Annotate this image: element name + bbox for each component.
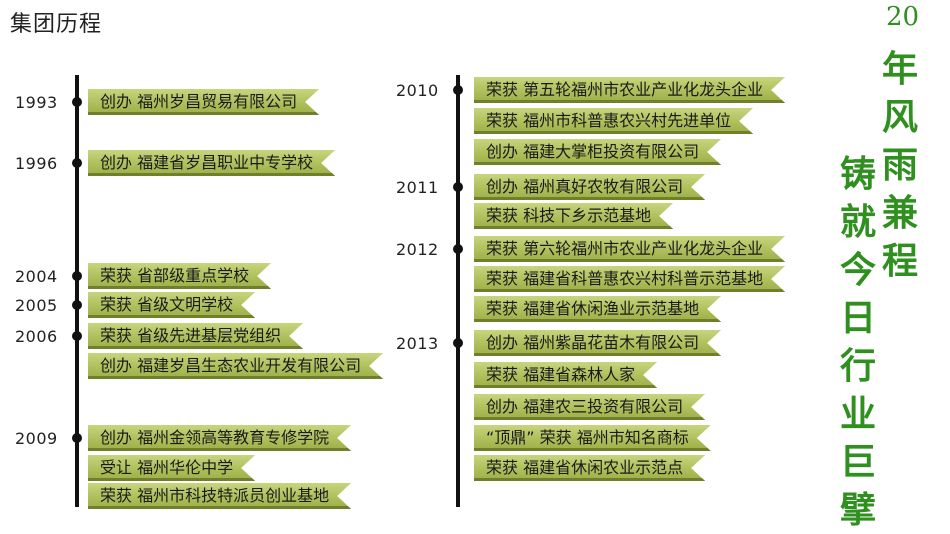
event-item: 创办 福建大掌柜投资有限公司 — [474, 139, 721, 165]
event-item: 荣获 第六轮福州市农业产业化龙头企业 — [474, 236, 785, 262]
event-item: 创办 福州紫晶花苗木有限公司 — [474, 330, 721, 356]
slogan-char: 日 — [840, 297, 877, 339]
year-label: 2011 — [396, 178, 439, 197]
year-label: 2010 — [396, 81, 439, 100]
timeline-dot — [72, 300, 82, 310]
slogan-char: 就 — [840, 201, 877, 243]
event-item: 荣获 省级文明学校 — [88, 292, 255, 318]
year-label: 2013 — [396, 334, 439, 353]
event-item: 荣获 省部级重点学校 — [88, 263, 271, 289]
slogan-char: 今 — [840, 249, 877, 291]
slogan-char: 业 — [840, 393, 877, 435]
event-item: 荣获 省级先进基层党组织 — [88, 323, 303, 349]
year-label: 2005 — [15, 296, 58, 315]
slogan-char: 兼 — [882, 192, 919, 234]
slogan-char: 雨 — [882, 144, 919, 186]
event-item: 荣获 福州市科技特派员创业基地 — [88, 483, 351, 509]
slogan-char: 程 — [882, 240, 919, 282]
year-label: 2009 — [15, 429, 58, 448]
timeline-dot — [72, 97, 82, 107]
slogan-char: 擘 — [840, 489, 877, 531]
slogan-char: 行 — [840, 345, 877, 387]
event-item: 受让 福州华伦中学 — [88, 455, 255, 481]
slogan-char: 20 — [886, 2, 920, 32]
timeline-dot — [453, 182, 463, 192]
year-label: 2006 — [15, 327, 58, 346]
event-item: “顶鼎” 荣获 福州市知名商标 — [474, 425, 711, 451]
timeline-dot — [453, 244, 463, 254]
slogan-char: 年 — [882, 48, 919, 90]
right-timeline-line — [456, 75, 460, 507]
left-timeline-line — [75, 75, 79, 507]
slogan-char: 铸 — [840, 153, 877, 195]
event-item: 创办 福建农三投资有限公司 — [474, 394, 705, 420]
event-item: 创办 福州金领高等教育专修学院 — [88, 425, 351, 451]
timeline-dot — [72, 433, 82, 443]
year-label: 2004 — [15, 267, 58, 286]
event-item: 创办 福州真好农牧有限公司 — [474, 174, 705, 200]
event-item: 创办 福建岁昌生态农业开发有限公司 — [88, 353, 383, 379]
event-item: 创办 福州岁昌贸易有限公司 — [88, 89, 319, 115]
event-item: 荣获 第五轮福州市农业产业化龙头企业 — [474, 77, 785, 103]
event-item: 荣获 福建省科普惠农兴村科普示范基地 — [474, 266, 785, 292]
event-item: 荣获 福州市科普惠农兴村先进单位 — [474, 108, 753, 134]
timeline-dot — [453, 338, 463, 348]
event-item: 荣获 福建省森林人家 — [474, 362, 657, 388]
page-title: 集团历程 — [10, 12, 103, 37]
timeline-dot — [72, 331, 82, 341]
slogan-char: 风 — [882, 96, 919, 138]
slogan-char: 巨 — [840, 441, 877, 483]
timeline-dot — [72, 158, 82, 168]
event-item: 荣获 科技下乡示范基地 — [474, 203, 673, 229]
year-label: 2012 — [396, 240, 439, 259]
timeline-dot — [72, 271, 82, 281]
event-item: 荣获 福建省休闲渔业示范基地 — [474, 296, 721, 322]
year-label: 1996 — [15, 154, 58, 173]
timeline-dot — [453, 85, 463, 95]
event-item: 荣获 福建省休闲农业示范点 — [474, 455, 705, 481]
event-item: 创办 福建省岁昌职业中专学校 — [88, 150, 335, 176]
year-label: 1993 — [15, 93, 58, 112]
